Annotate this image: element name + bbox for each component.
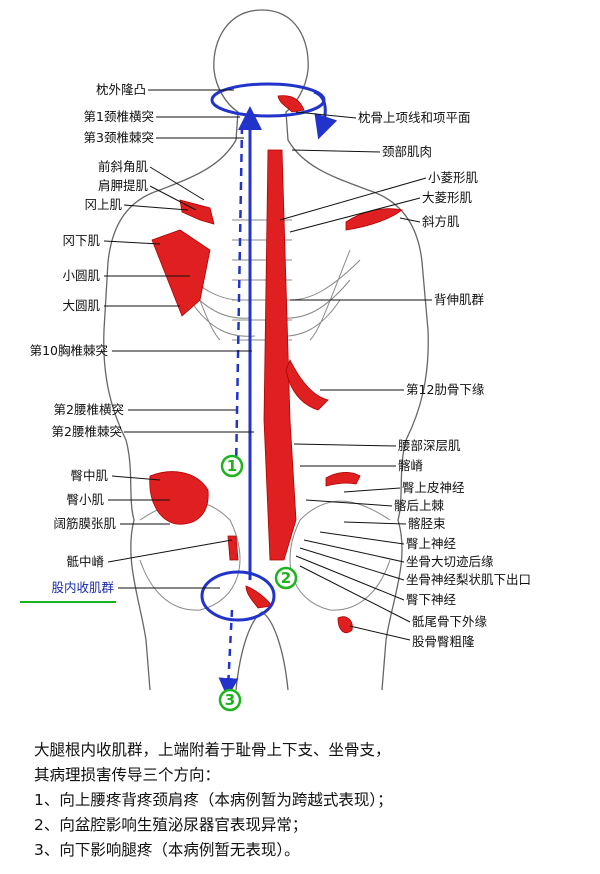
label-lumbar-deep: 腰部深层肌 (398, 438, 461, 453)
dashed-line (234, 125, 244, 471)
lower-back-muscle (285, 359, 329, 411)
markers: 1 2 3 (218, 454, 298, 712)
caption-line-5: 3、向下影响腿疼（本病例暂无表现）。 (34, 841, 300, 859)
marker-2-circle (274, 566, 298, 590)
adductor-muscle (245, 585, 273, 609)
path-annotations (200, 82, 338, 698)
label-teres-minor: 小圆肌 (62, 268, 100, 283)
marker-1: 1 (227, 457, 237, 475)
caption-line-4: 2、向盆腔影响生殖泌尿器官表现异常； (34, 816, 308, 834)
label-superior-cluneal: 臀上皮神经 (402, 480, 465, 495)
label-nuchal: 枕骨上项线和项平面 (358, 110, 471, 125)
iliac-crest-muscle (325, 472, 361, 487)
leaders-left (103, 89, 254, 589)
label-levator: 肩胛提肌 (98, 178, 149, 193)
marker-1-circle (220, 454, 244, 478)
ischial-muscle (337, 616, 353, 634)
infraspinatus-muscle (151, 229, 211, 317)
sacral-muscle (227, 535, 239, 561)
adductor-circle (200, 570, 276, 622)
caption-block: 大腿根内收肌群，上端附着于耻骨上下支、坐骨支， 其病理损害传导三个方向： 1、向… (34, 738, 584, 863)
label-ischial: 股骨臀粗隆 (412, 634, 475, 649)
label-trapezius: 斜方肌 (422, 214, 460, 229)
supraspinatus-muscle (179, 199, 215, 225)
label-superior-gluteal: 臀上神经 (406, 536, 457, 551)
label-teres-major: 大圆肌 (62, 298, 100, 313)
marker-3-circle (218, 688, 242, 712)
label-neck: 颈部肌肉 (382, 144, 432, 159)
label-sciatic-notch: 坐骨大切迹后缘 (406, 554, 494, 569)
label-c1: 第1颈椎横突 (84, 109, 154, 124)
label-iliotibial: 髂胫束 (408, 516, 446, 531)
label-coccyx: 骶尾骨下外缘 (412, 614, 488, 629)
leaders-right (279, 111, 432, 641)
erector-spinae (263, 149, 297, 561)
labels-left: 枕外隆凸 第1颈椎横突 第3颈椎棘突 前斜角肌 肩胛提肌 冈上肌 冈下肌 小圆肌… (20, 82, 154, 603)
neck-circle (210, 82, 326, 118)
label-tfl: 阔筋膜张肌 (53, 516, 116, 531)
label-inferior-gluteal: 臀下神经 (406, 592, 457, 607)
marker-2: 2 (281, 569, 291, 587)
label-rhomboid-minor: 小菱形肌 (428, 170, 479, 185)
labels-right: 枕骨上项线和项平面 颈部肌肉 小菱形肌 大菱形肌 斜方肌 背伸肌群 第12肋骨下… (358, 110, 531, 649)
label-l2-sp: 第2腰椎棘突 (52, 424, 122, 439)
muscle-regions (149, 95, 403, 634)
label-erector: 背伸肌群 (434, 292, 485, 307)
label-gmin: 臀小肌 (66, 492, 104, 507)
label-rib12: 第12肋骨下缘 (406, 382, 485, 397)
downward-arrow (218, 609, 239, 698)
label-gmed: 臀中肌 (70, 468, 108, 483)
label-sacral-crest: 骶中嵴 (66, 554, 104, 569)
label-infraspinatus: 冈下肌 (62, 233, 100, 248)
label-l2-tp: 第2腰椎横突 (54, 402, 124, 417)
caption-line-1: 大腿根内收肌群，上端附着于耻骨上下支、坐骨支， (34, 741, 391, 759)
label-rhomboid-major: 大菱形肌 (422, 190, 473, 205)
curved-arrow (313, 90, 338, 140)
trapezius-muscle (345, 208, 403, 231)
gluteus-medius-muscle (149, 471, 209, 525)
nuchal-muscle (277, 95, 305, 113)
label-supraspinatus: 冈上肌 (84, 197, 122, 212)
caption-line-2: 其病理损害传导三个方向： (34, 766, 221, 784)
label-c3: 第3颈椎棘突 (84, 130, 154, 145)
label-psis: 髂后上棘 (394, 498, 445, 513)
label-piriformis: 坐骨神经梨状肌下出口 (406, 572, 531, 587)
label-occipital: 枕外隆凸 (96, 82, 146, 97)
label-scalene: 前斜角肌 (98, 159, 149, 174)
label-adductors: 股内收肌群 (51, 580, 114, 595)
label-t10: 第10胸椎棘突 (30, 343, 108, 358)
label-iliac-crest: 髂嵴 (398, 458, 424, 473)
caption-line-3: 1、向上腰疼背疼颈肩疼（本病例暂为跨越式表现）； (34, 791, 393, 809)
marker-3: 3 (225, 691, 235, 709)
